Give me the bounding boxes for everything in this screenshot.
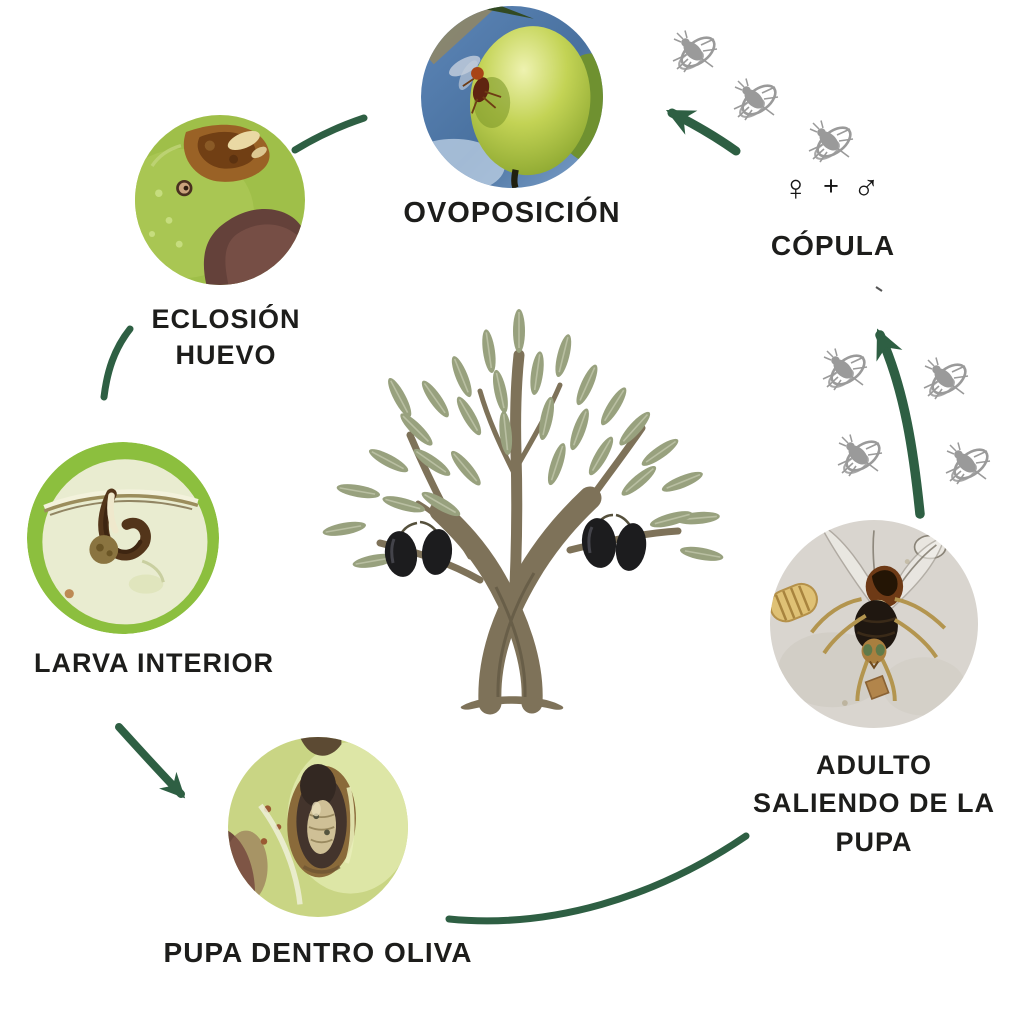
stage-label-pupa: PUPA DENTRO OLIVA	[163, 937, 473, 968]
arrow-copula-to-ovoposicion	[665, 108, 741, 156]
olive-tree-illustration	[320, 308, 726, 715]
stage-label-eclosion-line2: HUEVO	[175, 339, 277, 370]
pupa-case	[770, 582, 818, 623]
arrow-adulto-to-copula	[875, 328, 925, 519]
stage-photo-adulto	[770, 520, 978, 728]
fly-icon	[922, 356, 972, 401]
stage-label-copula: CÓPULA	[770, 230, 896, 261]
connector-larva-to-eclosion	[100, 325, 134, 401]
stage-label-eclosion-line1: ECLOSIÓN	[151, 304, 301, 334]
black-olives	[384, 513, 647, 577]
plus-symbol: +	[823, 170, 839, 201]
fly-on-olive	[449, 55, 502, 114]
stage-label-larva: LARVA INTERIOR	[33, 648, 275, 678]
stage-label-adulto-line1: ADULTO	[815, 750, 932, 780]
fly-icon	[944, 441, 994, 486]
stage-label-adulto: ADULTO SALIENDO DE LA PUPA	[753, 746, 995, 861]
stage-photo-larva	[27, 442, 219, 634]
arrow-larva-to-pupa	[115, 723, 186, 799]
stage-label-ovoposicion: OVOPOSICIÓN	[403, 197, 621, 229]
stage-photo-ovoposicion	[421, 6, 603, 188]
female-symbol: ♀	[782, 167, 810, 208]
fly-icon	[836, 433, 886, 478]
tick-mark	[875, 286, 883, 292]
fly-icon	[671, 29, 721, 74]
stage-label-eclosion: ECLOSIÓN HUEVO	[151, 302, 300, 373]
fly-icon	[732, 77, 782, 122]
copula-symbols: ♀ + ♂	[782, 170, 880, 206]
stage-photo-eclosion	[135, 115, 305, 285]
stage-label-adulto-line2: SALIENDO DE LA	[752, 788, 996, 819]
connector-eclosion-to-ovoposicion	[291, 114, 368, 154]
male-symbol: ♂	[852, 167, 880, 208]
connector-pupa-to-adulto	[445, 832, 750, 925]
fly-icon	[821, 347, 871, 392]
stage-photo-pupa	[228, 737, 408, 917]
fly-icon	[807, 119, 857, 164]
stage-label-adulto-line3: PUPA	[835, 826, 913, 857]
